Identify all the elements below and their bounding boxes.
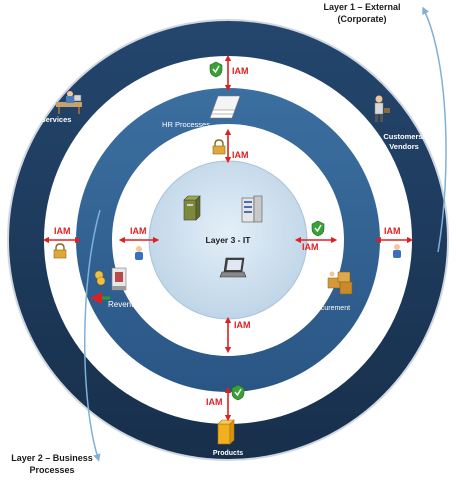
padlock-icon	[53, 243, 67, 259]
layer1-label-line2: (Corporate)	[338, 14, 387, 24]
person-at-desk-icon	[56, 91, 82, 114]
iam-label: IAM	[232, 150, 249, 160]
products-label: Products	[213, 450, 243, 457]
procurement-label: Procurement	[310, 305, 350, 312]
iam-connector-left-inner: IAM	[118, 226, 160, 260]
shield-icon	[311, 220, 325, 237]
products-node: Products	[213, 419, 243, 457]
cash-register-icon	[111, 267, 127, 291]
revenue-node: Revenue	[90, 267, 141, 309]
procurement-node: Procurement	[310, 271, 353, 312]
layer2-label-line1: Layer 2 – Business	[11, 453, 93, 463]
iam-connector-right-outer: IAM	[374, 226, 414, 258]
layer2-callout-line	[84, 209, 101, 462]
user-icon	[135, 246, 143, 260]
iam-label: IAM	[302, 242, 319, 252]
hr-processes-node: HR Processes	[162, 95, 241, 129]
document-stack-icon	[209, 95, 241, 119]
iam-connector-right-inner: IAM	[294, 220, 338, 252]
iam-label: IAM	[130, 226, 147, 236]
revenue-coins-icon	[94, 270, 106, 286]
shield-icon	[231, 384, 245, 401]
iam-connector-bottom-inner: IAM	[224, 316, 251, 354]
server-rack-icon	[241, 195, 263, 223]
iam-label: IAM	[384, 226, 401, 236]
server-tower-icon	[183, 195, 201, 221]
revenue-label: Revenue	[108, 300, 141, 309]
iam-connector-bottom-outer: IAM	[206, 384, 245, 422]
laptop-icon	[219, 257, 247, 278]
customers-label-line1: Customers/	[383, 132, 425, 141]
iam-label: IAM	[206, 397, 223, 407]
shield-icon	[209, 61, 223, 78]
delivery-boxes-icon	[327, 271, 353, 295]
product-box-icon	[217, 419, 235, 445]
iam-connector-left-outer: IAM	[42, 226, 82, 259]
iam-connector-top-outer: IAM	[209, 54, 249, 92]
services-node: Services	[41, 91, 82, 124]
layer1-label-line1: Layer 1 – External	[323, 2, 400, 12]
customers-label-line2: Vendors	[389, 142, 419, 151]
layer1-callout-line	[422, 6, 447, 253]
hr-processes-label: HR Processes	[162, 120, 210, 129]
customers-vendors-node: Customers/ Vendors	[374, 95, 426, 151]
iam-label: IAM	[232, 66, 249, 76]
padlock-icon	[212, 139, 226, 155]
layer2-label-line2: Processes	[29, 465, 74, 475]
services-label: Services	[41, 115, 72, 124]
iam-label: IAM	[54, 226, 71, 236]
businessman-icon	[374, 95, 390, 122]
iam-connector-top-inner: IAM	[212, 128, 249, 164]
user-icon	[393, 244, 401, 258]
layer3-label: Layer 3 - IT	[206, 235, 252, 245]
iam-label: IAM	[234, 320, 251, 330]
